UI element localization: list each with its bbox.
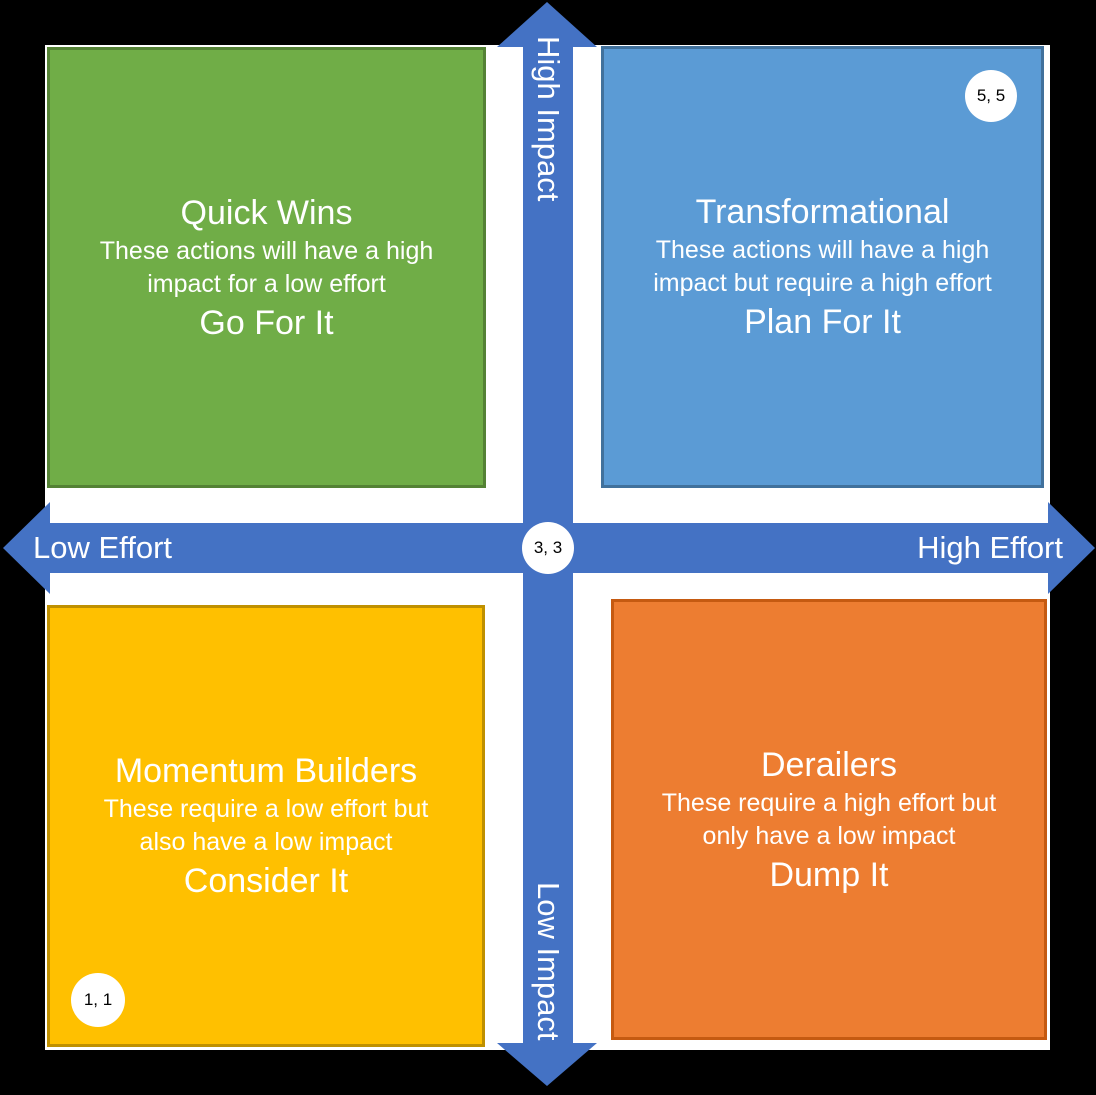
quadrant-quick-wins: Quick Wins These actions will have a hig… [47, 47, 486, 488]
data-point-badge-3-3: 3, 3 [522, 522, 574, 574]
quadrant-description-line: only have a low impact [702, 821, 956, 850]
quadrant-description-line: These actions will have a high [655, 236, 990, 264]
quadrant-description-line: impact for a low effort [147, 269, 386, 298]
quadrant-title: Transformational [695, 193, 950, 231]
axis-label-low-effort: Low Effort [33, 530, 173, 565]
quadrant-transformational: Transformational These actions will have… [601, 46, 1044, 488]
quadrant-action: Consider It [183, 862, 349, 900]
axis-label-text: High Impact [531, 36, 566, 202]
arrow-down-icon [497, 1043, 597, 1086]
axis-label-high-effort: High Effort [917, 530, 1063, 565]
quadrant-derailers: Derailers These require a high effort bu… [611, 599, 1047, 1040]
quadrant-title: Quick Wins [180, 193, 353, 232]
quadrant-description-line: also have a low impact [139, 828, 393, 856]
data-point-badge-1-1: 1, 1 [71, 973, 125, 1027]
quadrant-description-line: These require a high effort but [661, 788, 997, 817]
axis-label-high-impact: High Impact [523, 36, 573, 236]
axis-label-low-impact: Low Impact [523, 882, 573, 1082]
arrow-right-icon [1048, 502, 1095, 594]
arrow-left-icon [3, 502, 50, 594]
data-point-badge-5-5: 5, 5 [965, 70, 1017, 122]
quadrant-title: Momentum Builders [114, 752, 418, 790]
quadrant-description-line: These require a low effort but [103, 795, 429, 823]
quadrant-momentum-builders: Momentum Builders These require a low ef… [47, 605, 485, 1047]
quadrant-description-line: These actions will have a high [99, 236, 434, 265]
quadrant-action: Dump It [769, 855, 889, 894]
quadrant-action: Go For It [199, 303, 334, 342]
quadrant-title: Derailers [760, 745, 898, 784]
axis-label-text: Low Impact [531, 882, 566, 1041]
quadrant-action: Plan For It [744, 303, 901, 341]
quadrant-description-line: impact but require a high effort [653, 269, 992, 297]
arrow-up-icon [497, 2, 597, 47]
